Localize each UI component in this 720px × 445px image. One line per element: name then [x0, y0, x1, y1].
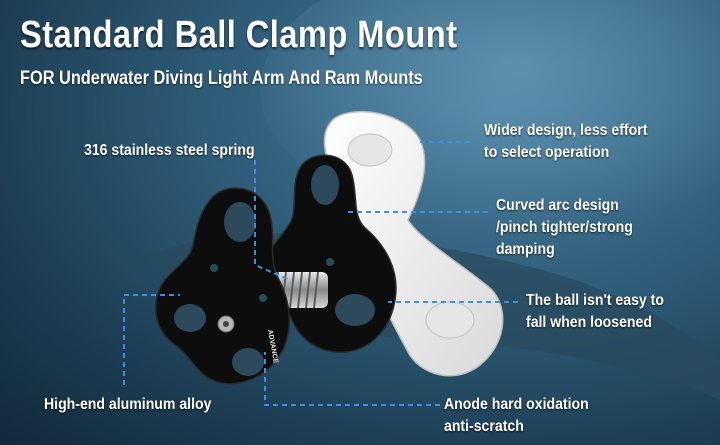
- callout-curved: Curved arc design /pinch tighter/strong …: [496, 195, 633, 261]
- leader-line-aluminum: [123, 294, 180, 385]
- callout-anode-line2: anti-scratch: [444, 418, 524, 435]
- page-subtitle: FOR Underwater Diving Light Arm And Ram …: [20, 68, 423, 89]
- callout-wider-line1: Wider design, less effort: [484, 122, 648, 139]
- front-clamp-plate: ADVANCE: [154, 187, 290, 385]
- callout-curved-line3: damping: [496, 241, 555, 258]
- callout-curved-line1: Curved arc design: [496, 197, 619, 214]
- callout-wider-line2: to select operation: [484, 144, 610, 161]
- callout-ball-line1: The ball isn't easy to: [526, 292, 664, 309]
- leader-lines: [123, 141, 518, 406]
- callout-wider: Wider design, less effort to select oper…: [484, 120, 647, 164]
- callout-curved-line2: /pinch tighter/strong: [496, 219, 633, 236]
- callout-aluminum: High-end aluminum alloy: [44, 394, 211, 416]
- callout-anode-line1: Anode hard oxidation: [444, 396, 589, 413]
- callout-ball-line2: fall when loosened: [526, 314, 652, 331]
- leader-line-spring: [254, 160, 291, 281]
- callout-anode: Anode hard oxidation anti-scratch: [444, 394, 589, 438]
- callout-aluminum-text: High-end aluminum alloy: [44, 396, 212, 413]
- page-title: Standard Ball Clamp Mount: [20, 14, 458, 56]
- leader-line-anode: [264, 352, 440, 406]
- callout-spring: 316 stainless steel spring: [84, 140, 255, 162]
- callout-ball: The ball isn't easy to fall when loosene…: [526, 290, 664, 334]
- callout-spring-text: 316 stainless steel spring: [84, 142, 255, 159]
